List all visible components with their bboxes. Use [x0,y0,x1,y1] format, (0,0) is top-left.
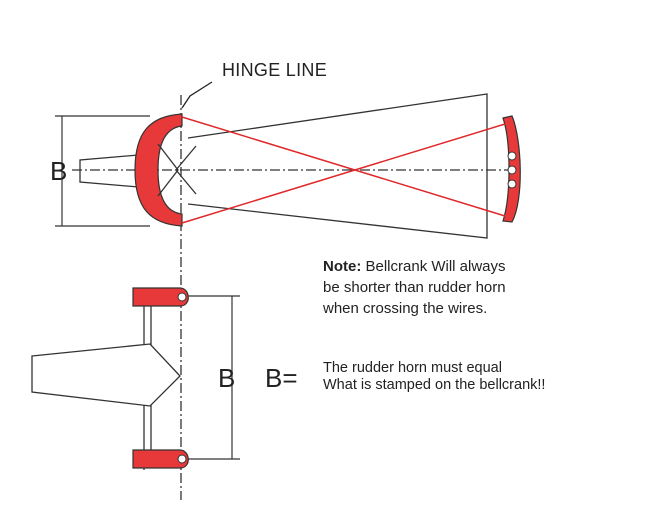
control-wire-2 [181,123,506,224]
rule-line-1: The rudder horn must equal [323,360,502,376]
side-rudder-outline [31,343,181,407]
bellcrank-hole-1 [507,151,517,161]
note-line-3: when crossing the wires. [323,300,488,317]
rudder-horn [134,113,183,227]
rule-block: The rudder horn must equal What is stamp… [323,360,545,394]
note-line-2: be shorter than rudder horn [323,279,506,296]
note-block: Note: Bellcrank Will always be shorter t… [323,256,506,319]
note-line-1-text: Bellcrank Will always [361,258,506,275]
fin-outline [79,153,151,189]
control-wire-1 [181,116,506,217]
equation-label: B= [265,363,298,393]
lower-horn-arm [132,449,189,469]
dimension-label-bottom: B [218,363,236,393]
note-prefix: Note: [323,258,362,275]
bellcrank-hole-3 [507,179,517,189]
hinge-leader [181,81,213,109]
bellcrank-hole-2 [507,165,517,175]
rule-line-2: What is stamped on the bellcrank!! [323,377,546,393]
upper-horn-arm [132,287,189,307]
lower-horn-hole [177,454,187,464]
hinge-line-label: HINGE LINE [222,60,328,80]
rudder-outline [187,93,488,239]
note-line-1: Note: Bellcrank Will always [323,256,506,277]
hinge-x [157,143,197,197]
dimension-label-top: B [50,156,68,186]
upper-horn-hole [177,292,187,302]
